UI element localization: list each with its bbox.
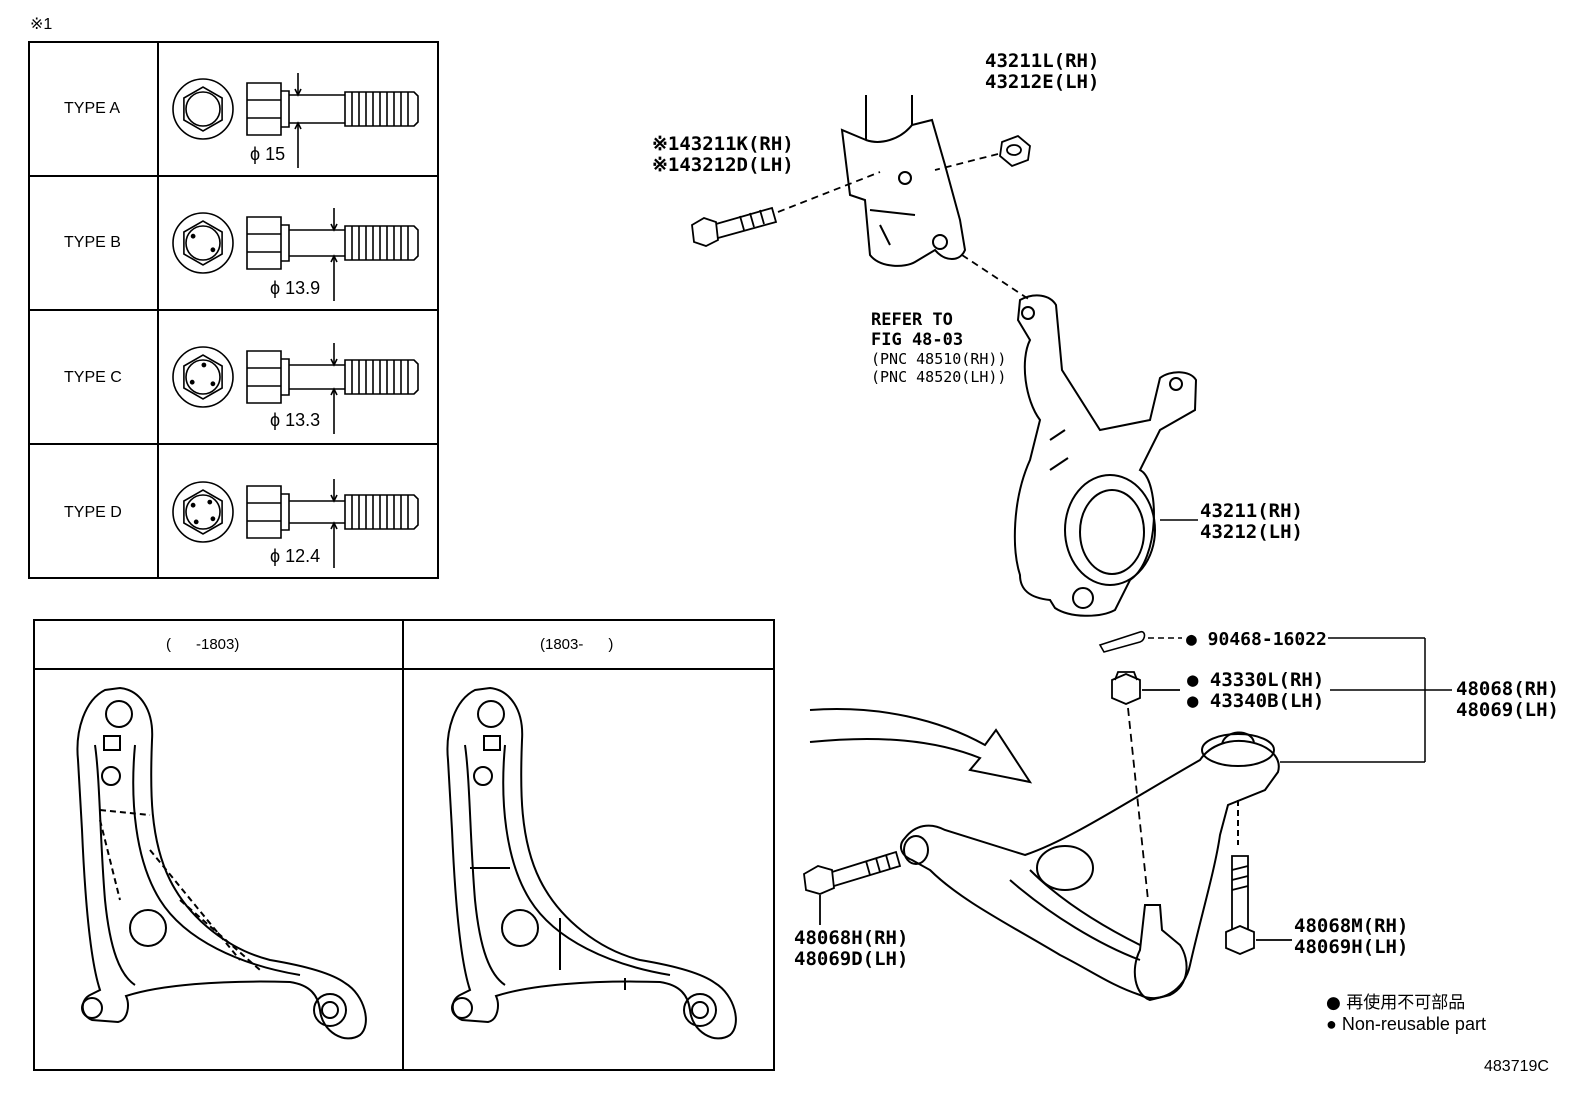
type-d-mark-dot bbox=[193, 519, 199, 525]
cotter-pin bbox=[1098, 630, 1182, 653]
type-b-side-head bbox=[246, 216, 282, 270]
knuckle-lh: 43212(LH) bbox=[1200, 521, 1303, 543]
lower-arm-old bbox=[76, 686, 367, 1040]
type-c-mark-dot bbox=[189, 379, 195, 385]
direction-arrow bbox=[809, 708, 1033, 784]
camber-bolt bbox=[691, 171, 881, 247]
castle-nut-lh: ● 43340B(LH) bbox=[1187, 690, 1325, 712]
type-d-thread bbox=[344, 494, 419, 530]
refer-line-3: (PNC 48510(RH)) bbox=[871, 350, 1007, 368]
type-c-diameter: ϕ 13.3 bbox=[270, 410, 321, 430]
type-a-thread bbox=[344, 91, 419, 127]
type-b-mark-dot bbox=[210, 247, 216, 253]
type-d-side-flange bbox=[281, 493, 290, 531]
bolt-top-rh: ※143211K(RH) bbox=[652, 133, 794, 155]
type-b-label: TYPE B bbox=[64, 234, 121, 251]
type-d-mark-dot bbox=[210, 516, 216, 522]
type-d-dim-arrowhead-bottom bbox=[330, 521, 338, 530]
type-c-label: TYPE C bbox=[64, 369, 122, 386]
type-c-dim-arrowhead-top bbox=[330, 358, 338, 367]
arm-left-header: ( -1803) bbox=[166, 636, 240, 653]
front-arm-bolt bbox=[803, 850, 902, 925]
type-b-side-flange bbox=[281, 224, 290, 262]
rear-arm-bolt bbox=[1225, 855, 1292, 955]
type-c-hex-head bbox=[183, 354, 223, 400]
type-a-diameter: ϕ 15 bbox=[250, 144, 286, 164]
castle-nut bbox=[1111, 671, 1180, 901]
assembly-brackets bbox=[1160, 519, 1452, 763]
strut-bracket bbox=[840, 95, 967, 267]
castle-nut-rh: ● 43330L(RH) bbox=[1187, 669, 1325, 691]
type-c-thread bbox=[344, 359, 419, 395]
cotter-pin-label: ● 90468-16022 bbox=[1186, 629, 1327, 650]
type-a-shank bbox=[289, 94, 345, 124]
type-b-head-circle bbox=[185, 225, 221, 261]
type-b-hex-head bbox=[183, 220, 223, 266]
lower-arm-assembly bbox=[899, 731, 1280, 1002]
type-a-head-circle bbox=[185, 91, 221, 127]
type-b-dim-arrowhead-bottom bbox=[330, 254, 338, 263]
type-d-hex-head bbox=[183, 489, 223, 535]
type-a-hex-head bbox=[183, 86, 223, 132]
bolt-front-rh: 48068H(RH) bbox=[794, 927, 909, 949]
type-d-head-circle bbox=[185, 494, 221, 530]
type-a-side-head bbox=[246, 82, 282, 136]
type-a-side-flange bbox=[281, 90, 290, 128]
type-b-thread bbox=[344, 225, 419, 261]
type-c-side-head bbox=[246, 350, 282, 404]
bolt-rear-rh: 48068M(RH) bbox=[1294, 915, 1409, 937]
arm-assy-rh: 48068(RH) bbox=[1456, 678, 1559, 700]
figure-id: 483719C bbox=[1484, 1058, 1549, 1075]
steering-knuckle bbox=[1013, 294, 1198, 617]
bolt-front-lh: 48069D(LH) bbox=[794, 948, 909, 970]
type-d-dim-arrowhead-top bbox=[330, 494, 338, 503]
type-a-dim-arrowhead-top bbox=[294, 88, 302, 97]
bolt-rear-lh: 48069H(LH) bbox=[1294, 936, 1409, 958]
nut-top-lh: 43212E(LH) bbox=[985, 71, 1100, 93]
arm-assy-lh: 48069(LH) bbox=[1456, 699, 1559, 721]
type-d-mark-dot bbox=[207, 499, 213, 505]
type-b-shank bbox=[289, 229, 345, 257]
type-table-grid bbox=[28, 41, 439, 579]
lower-arm-new bbox=[446, 686, 737, 1040]
type-a-flange-circle bbox=[172, 78, 234, 140]
legend-en: ● Non-reusable part bbox=[1326, 1014, 1486, 1034]
type-b-flange-circle bbox=[172, 212, 234, 274]
type-c-mark-dot bbox=[201, 362, 207, 368]
refer-line-4: (PNC 48520(LH)) bbox=[871, 368, 1007, 386]
type-c-dim-arrowhead-bottom bbox=[330, 387, 338, 396]
arm-table-grid bbox=[33, 619, 775, 1071]
refer-line-2: FIG 48-03 bbox=[871, 330, 964, 350]
type-b-diameter: ϕ 13.9 bbox=[270, 278, 321, 298]
type-d-shank bbox=[289, 500, 345, 524]
camber-nut bbox=[934, 134, 1031, 301]
type-b-dim-arrowhead-top bbox=[330, 223, 338, 232]
type-a-dim-arrowhead-bottom bbox=[294, 121, 302, 130]
type-a-label: TYPE A bbox=[64, 100, 121, 117]
type-d-mark-dot bbox=[190, 502, 196, 508]
type-c-head-circle bbox=[185, 359, 221, 395]
legend-jp: ● 再使用不可部品 bbox=[1326, 993, 1466, 1013]
type-b-mark-dot bbox=[190, 233, 196, 239]
type-c-side-flange bbox=[281, 358, 290, 396]
type-d-side-head bbox=[246, 485, 282, 539]
bolt-top-lh: ※143212D(LH) bbox=[652, 154, 794, 176]
arm-right-header: (1803- ) bbox=[540, 636, 614, 653]
knuckle-rh: 43211(RH) bbox=[1200, 500, 1303, 522]
type-c-shank bbox=[289, 364, 345, 390]
type-d-diameter: ϕ 12.4 bbox=[270, 546, 321, 566]
note-mark: ※1 bbox=[30, 16, 53, 33]
type-c-mark-dot bbox=[210, 381, 216, 387]
type-d-flange-circle bbox=[172, 481, 234, 543]
type-d-label: TYPE D bbox=[64, 504, 122, 521]
nut-top-rh: 43211L(RH) bbox=[985, 50, 1100, 72]
type-c-flange-circle bbox=[172, 346, 234, 408]
refer-line-1: REFER TO bbox=[871, 310, 953, 330]
